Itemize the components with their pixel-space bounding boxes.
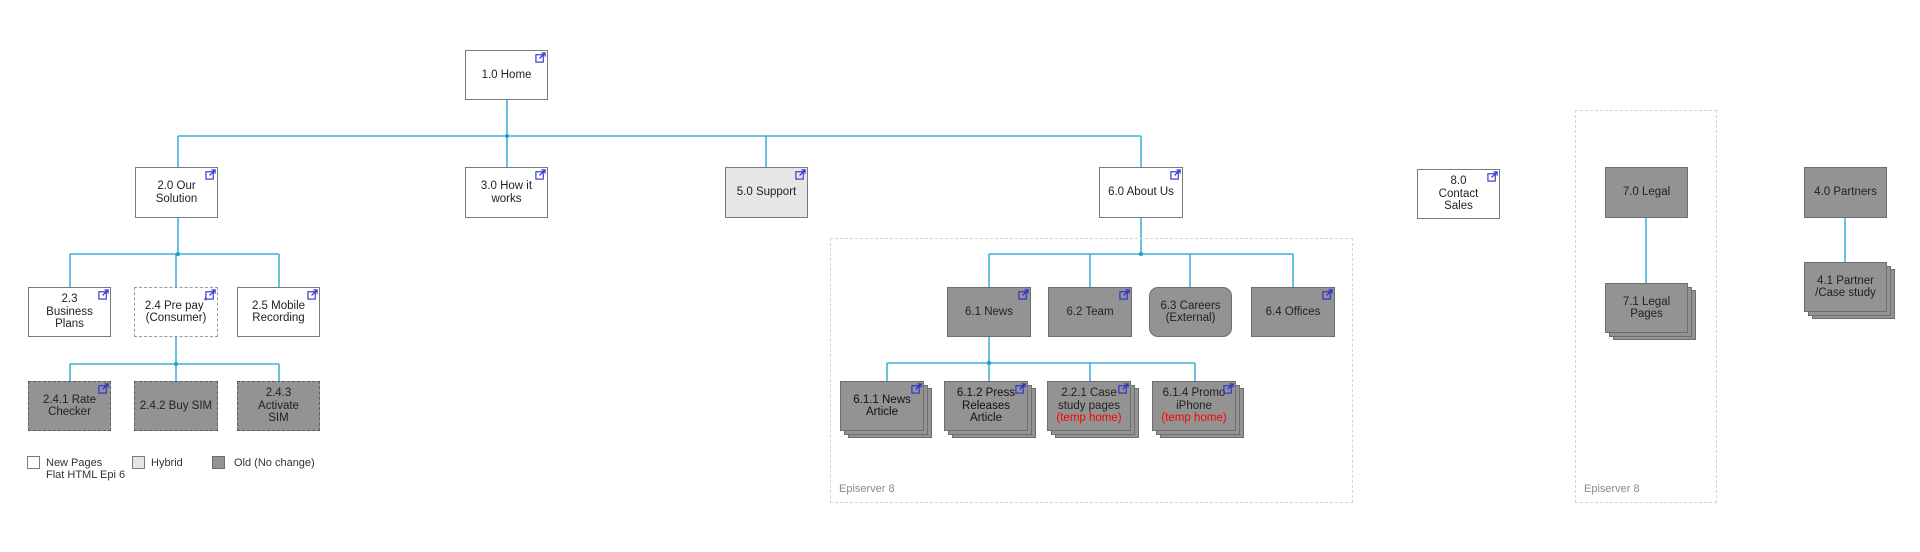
stack-news-article[interactable]: 6.1.1 News Article — [840, 381, 932, 438]
external-link-icon[interactable] — [911, 383, 922, 394]
external-link-icon[interactable] — [1015, 383, 1026, 394]
node-label: 6.0 About Us — [1108, 186, 1174, 199]
node-label: 2.4.3 Activate SIM — [258, 387, 299, 425]
legend-swatch-new — [27, 456, 40, 469]
stack-case-study[interactable]: 2.2.1 Case study pages (temp home) — [1047, 381, 1139, 438]
node-about-us[interactable]: 6.0 About Us — [1099, 167, 1183, 218]
stack-partner-case-study[interactable]: 4.1 Partner /Case study — [1804, 262, 1895, 319]
node-label: 4.0 Partners — [1814, 186, 1877, 199]
case-study-title: 2.2.1 Case study pages — [1057, 387, 1120, 412]
external-link-icon[interactable] — [1119, 289, 1130, 300]
external-link-icon[interactable] — [1487, 171, 1498, 182]
junction-dot — [505, 134, 509, 138]
node-label: 2.4.1 Rate Checker — [42, 393, 97, 419]
temp-home-note: (temp home) — [1056, 412, 1122, 425]
junction-dot — [176, 252, 180, 256]
external-link-icon[interactable] — [205, 289, 216, 300]
node-partner-case-study[interactable]: 4.1 Partner /Case study — [1804, 262, 1887, 312]
episerver-region-about: Episerver 8 — [830, 238, 1353, 503]
region-label: Episerver 8 — [1584, 483, 1640, 495]
legend-label-new: New Pages — [46, 457, 103, 469]
node-rate-checker[interactable]: 2.4.1 Rate Checker — [28, 381, 111, 431]
node-legal-pages[interactable]: 7.1 Legal Pages — [1605, 283, 1688, 333]
stack-press-releases[interactable]: 6.1.2 Press Releases Article — [944, 381, 1036, 438]
node-buy-sim[interactable]: 2.4.2 Buy SIM — [134, 381, 218, 431]
node-label: 5.0 Support — [736, 186, 797, 199]
episerver-region-legal: Episerver 8 — [1575, 110, 1717, 503]
node-activate-sim[interactable]: 2.4.3 Activate SIM — [237, 381, 320, 431]
node-label: 8.0 Contact Sales — [1438, 175, 1479, 213]
junction-dot — [1139, 252, 1143, 256]
node-mobile-recording[interactable]: 2.5 Mobile Recording — [237, 287, 320, 337]
legend-new-pages: New Pages Flat HTML Epi 6 — [46, 457, 125, 481]
external-link-icon[interactable] — [1018, 289, 1029, 300]
legend-old: Old (No change) — [234, 457, 315, 469]
node-label: 4.1 Partner /Case study — [1815, 274, 1876, 300]
node-label: 2.4.2 Buy SIM — [139, 399, 213, 412]
legend-label-flat: Flat HTML Epi 6 — [46, 469, 126, 481]
node-label: 2.3 Business Plans — [46, 293, 93, 331]
node-partners[interactable]: 4.0 Partners — [1804, 167, 1887, 218]
node-support[interactable]: 5.0 Support — [725, 167, 808, 218]
node-case-study[interactable]: 2.2.1 Case study pages (temp home) — [1047, 381, 1131, 431]
node-pre-pay[interactable]: 2.4 Pre pay* (Consumer) — [134, 287, 218, 337]
node-contact-sales[interactable]: 8.0 Contact Sales — [1417, 169, 1500, 219]
external-link-icon[interactable] — [1118, 383, 1129, 394]
pre-pay-subtitle: (Consumer) — [145, 312, 207, 324]
junction-dot — [174, 362, 178, 366]
external-link-icon[interactable] — [535, 169, 546, 180]
region-label: Episerver 8 — [839, 483, 895, 495]
pre-pay-title: 2.4 Pre pay — [144, 299, 204, 312]
external-link-icon[interactable] — [98, 289, 109, 300]
legend-swatch-hybrid — [132, 456, 145, 469]
external-link-icon[interactable] — [1223, 383, 1234, 394]
node-label: 6.2 Team — [1066, 305, 1114, 318]
external-link-icon[interactable] — [795, 169, 806, 180]
node-label: 6.3 Careers (External) — [1160, 299, 1221, 325]
node-label: 6.1.4 Promo iPhone (temp home) — [1153, 387, 1235, 425]
node-label: 6.4 Offices — [1265, 305, 1321, 318]
node-promo-iphone[interactable]: 6.1.4 Promo iPhone (temp home) — [1152, 381, 1236, 431]
node-team[interactable]: 6.2 Team — [1048, 287, 1132, 337]
node-label: 6.1.2 Press Releases Article — [956, 387, 1016, 425]
temp-home-note: (temp home) — [1161, 412, 1227, 425]
node-careers[interactable]: 6.3 Careers (External) — [1149, 287, 1232, 337]
external-link-icon[interactable] — [1322, 289, 1333, 300]
legend-hybrid: Hybrid — [151, 457, 183, 469]
external-link-icon[interactable] — [307, 289, 318, 300]
external-link-icon[interactable] — [98, 383, 109, 394]
promo-iphone-title: 6.1.4 Promo iPhone — [1162, 387, 1226, 412]
node-label: 2.5 Mobile Recording — [251, 299, 306, 325]
external-link-icon[interactable] — [1170, 169, 1181, 180]
external-link-icon[interactable] — [205, 169, 216, 180]
node-our-solution[interactable]: 2.0 Our Solution — [135, 167, 218, 218]
node-news-article[interactable]: 6.1.1 News Article — [840, 381, 924, 431]
external-link-icon[interactable] — [535, 52, 546, 63]
node-label: 7.1 Legal Pages — [1622, 295, 1671, 321]
stack-promo-iphone[interactable]: 6.1.4 Promo iPhone (temp home) — [1152, 381, 1244, 438]
node-label: 1.0 Home — [481, 68, 532, 81]
node-label: 6.1.1 News Article — [853, 393, 911, 419]
node-label: 6.1 News — [965, 305, 1013, 318]
node-news[interactable]: 6.1 News — [947, 287, 1031, 337]
junction-dot — [987, 361, 991, 365]
node-label: 2.0 Our Solution — [155, 180, 198, 205]
node-press-releases[interactable]: 6.1.2 Press Releases Article — [944, 381, 1028, 431]
node-label: 2.2.1 Case study pages (temp home) — [1048, 387, 1130, 425]
node-label: 3.0 How it works — [480, 180, 533, 205]
node-home[interactable]: 1.0 Home — [465, 50, 548, 100]
node-business-plans[interactable]: 2.3 Business Plans — [28, 287, 111, 337]
legend-swatch-old — [212, 456, 225, 469]
node-offices[interactable]: 6.4 Offices — [1251, 287, 1335, 337]
node-label: 2.4 Pre pay* (Consumer) — [141, 296, 211, 325]
stack-legal-pages[interactable]: 7.1 Legal Pages — [1605, 283, 1696, 340]
node-legal[interactable]: 7.0 Legal — [1605, 167, 1688, 218]
node-label: 7.0 Legal — [1622, 186, 1671, 199]
node-how-it-works[interactable]: 3.0 How it works — [465, 167, 548, 218]
required-marker: * — [203, 295, 208, 306]
